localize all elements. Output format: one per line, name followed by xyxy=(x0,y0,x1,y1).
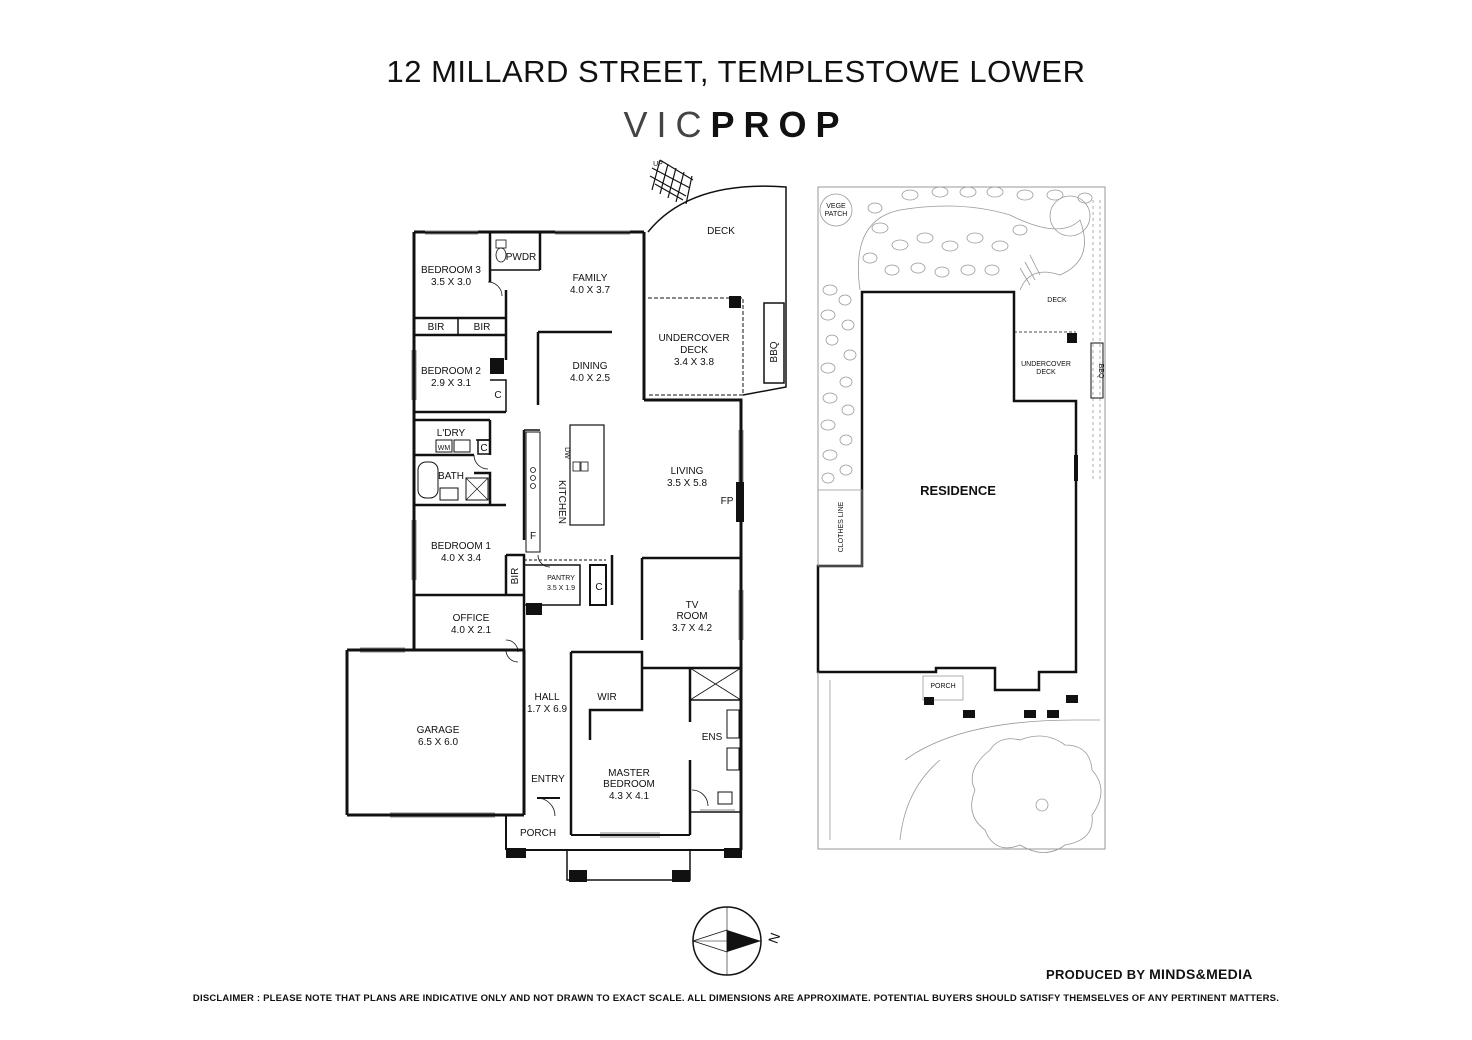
cupboard-label-3: C xyxy=(595,582,602,593)
producer-credit: PRODUCED BY MINDS&MEDIA xyxy=(1046,966,1253,982)
main-floor-plan xyxy=(345,159,787,881)
living-label: LIVING xyxy=(671,466,704,477)
washing-machine-label: WM xyxy=(438,445,451,452)
hall-size: 1.7 X 6.9 xyxy=(527,704,567,715)
master-label-2: BEDROOM xyxy=(603,779,655,790)
site-plan xyxy=(816,186,1106,853)
bedroom2-size: 2.9 X 3.1 xyxy=(431,378,471,389)
site-undercover-label: UNDERCOVER xyxy=(1021,361,1071,368)
site-undercover-label-2: DECK xyxy=(1036,369,1056,376)
dining-size: 4.0 X 2.5 xyxy=(570,373,610,384)
ensuite-label: ENS xyxy=(702,732,723,743)
fireplace-label: FP xyxy=(721,496,734,507)
stairs-up-label: UP xyxy=(653,161,663,168)
garage-size: 6.5 X 6.0 xyxy=(418,737,458,748)
fridge-label: F xyxy=(530,531,536,542)
producer-brand: MINDS&MEDIA xyxy=(1149,966,1253,982)
tvroom-label-2: ROOM xyxy=(676,611,707,622)
bath-label: BATH xyxy=(438,471,464,482)
master-label: MASTER xyxy=(608,768,650,779)
garage-label: GARAGE xyxy=(417,725,460,736)
hall-label: HALL xyxy=(534,692,559,703)
office-size: 4.0 X 2.1 xyxy=(451,625,491,636)
tvroom-size: 3.7 X 4.2 xyxy=(672,623,712,634)
wir-label: WIR xyxy=(597,692,616,703)
pantry-label: PANTRY xyxy=(547,575,575,582)
bedroom1-size: 4.0 X 3.4 xyxy=(441,553,481,564)
logo-part-light: VIC xyxy=(623,104,711,145)
kitchen-label: KITCHEN xyxy=(556,480,567,524)
dishwasher-label: DW xyxy=(563,447,570,459)
family-label: FAMILY xyxy=(573,273,608,284)
site-bbq-label: BBQ xyxy=(1097,364,1104,379)
master-size: 4.3 X 4.1 xyxy=(609,791,649,802)
living-size: 3.5 X 5.8 xyxy=(667,478,707,489)
deck-label: DECK xyxy=(707,226,735,237)
entry-label: ENTRY xyxy=(531,774,565,785)
bir-label-1: BIR xyxy=(428,322,445,333)
pwdr-label: PWDR xyxy=(506,252,537,263)
porch-label: PORCH xyxy=(520,828,556,839)
disclaimer-text: DISCLAIMER : PLEASE NOTE THAT PLANS ARE … xyxy=(192,993,1280,1004)
bedroom3-size: 3.5 X 3.0 xyxy=(431,277,471,288)
bedroom2-label: BEDROOM 2 xyxy=(421,366,481,377)
cupboard-label-2: C xyxy=(480,443,487,454)
pantry-size: 3.5 X 1.9 xyxy=(547,585,575,592)
vege-patch-label-2: PATCH xyxy=(825,211,848,218)
dining-label: DINING xyxy=(573,361,608,372)
laundry-label: L'DRY xyxy=(437,428,466,439)
cupboard-label-1: C xyxy=(494,390,501,401)
producer-prefix: PRODUCED BY xyxy=(1046,967,1146,982)
page-title: 12 MILLARD STREET, TEMPLESTOWE LOWER xyxy=(386,54,1086,89)
bedroom1-label: BEDROOM 1 xyxy=(431,541,491,552)
vege-patch-label: VEGE xyxy=(826,203,846,210)
undercover-deck-label-2: DECK xyxy=(680,345,708,356)
compass-icon xyxy=(691,906,762,976)
office-label: OFFICE xyxy=(453,613,490,624)
family-size: 4.0 X 3.7 xyxy=(570,285,610,296)
site-porch-label: PORCH xyxy=(930,683,955,690)
logo-part-bold: PROP xyxy=(710,104,849,145)
agency-logo: VICPROP xyxy=(0,104,1472,146)
bir-label-3: BIR xyxy=(510,568,521,585)
compass-north-label: N xyxy=(765,931,783,946)
residence-label: RESIDENCE xyxy=(920,483,996,498)
pillars xyxy=(490,296,744,882)
bbq-label: BBQ xyxy=(769,341,780,362)
site-deck-label: DECK xyxy=(1047,297,1067,304)
bir-label-2: BIR xyxy=(474,322,491,333)
clothes-line-label: CLOTHES LINE xyxy=(838,501,845,552)
undercover-deck-label: UNDERCOVER xyxy=(658,333,729,344)
tvroom-label: TV xyxy=(686,600,699,611)
bedroom3-label: BEDROOM 3 xyxy=(421,265,481,276)
undercover-deck-size: 3.4 X 3.8 xyxy=(674,357,714,368)
